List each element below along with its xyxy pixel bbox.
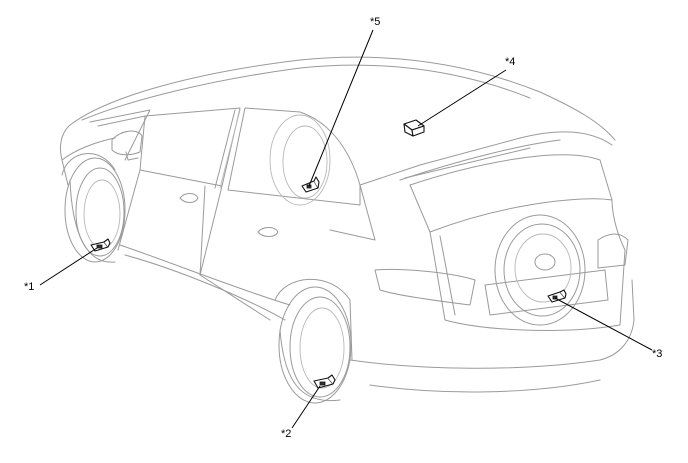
leader-line-1 xyxy=(39,247,98,286)
rear-wheel xyxy=(278,286,352,404)
part-1-front-wheel-sensor xyxy=(90,238,111,252)
part-5-rear-wheel-inner-sensor xyxy=(301,176,320,193)
leader-line-3 xyxy=(554,297,653,351)
leader-line-4 xyxy=(417,69,507,127)
vehicle-body xyxy=(59,56,635,393)
leader-line-5 xyxy=(308,29,374,187)
callout-label-5: *5 xyxy=(370,16,381,28)
callout-label-4: *4 xyxy=(505,56,516,68)
callout-label-1: *1 xyxy=(24,281,35,293)
interior-spare-ring xyxy=(269,114,331,206)
part-4-receiver xyxy=(403,119,425,137)
leader-line-2 xyxy=(291,385,321,429)
part-2-rear-wheel-sensor xyxy=(313,374,336,389)
callout-label-2: *2 xyxy=(281,428,292,440)
part-3-spare-tire-sensor xyxy=(547,289,567,303)
callout-label-3: *3 xyxy=(652,348,663,360)
spare-tire xyxy=(494,214,586,326)
